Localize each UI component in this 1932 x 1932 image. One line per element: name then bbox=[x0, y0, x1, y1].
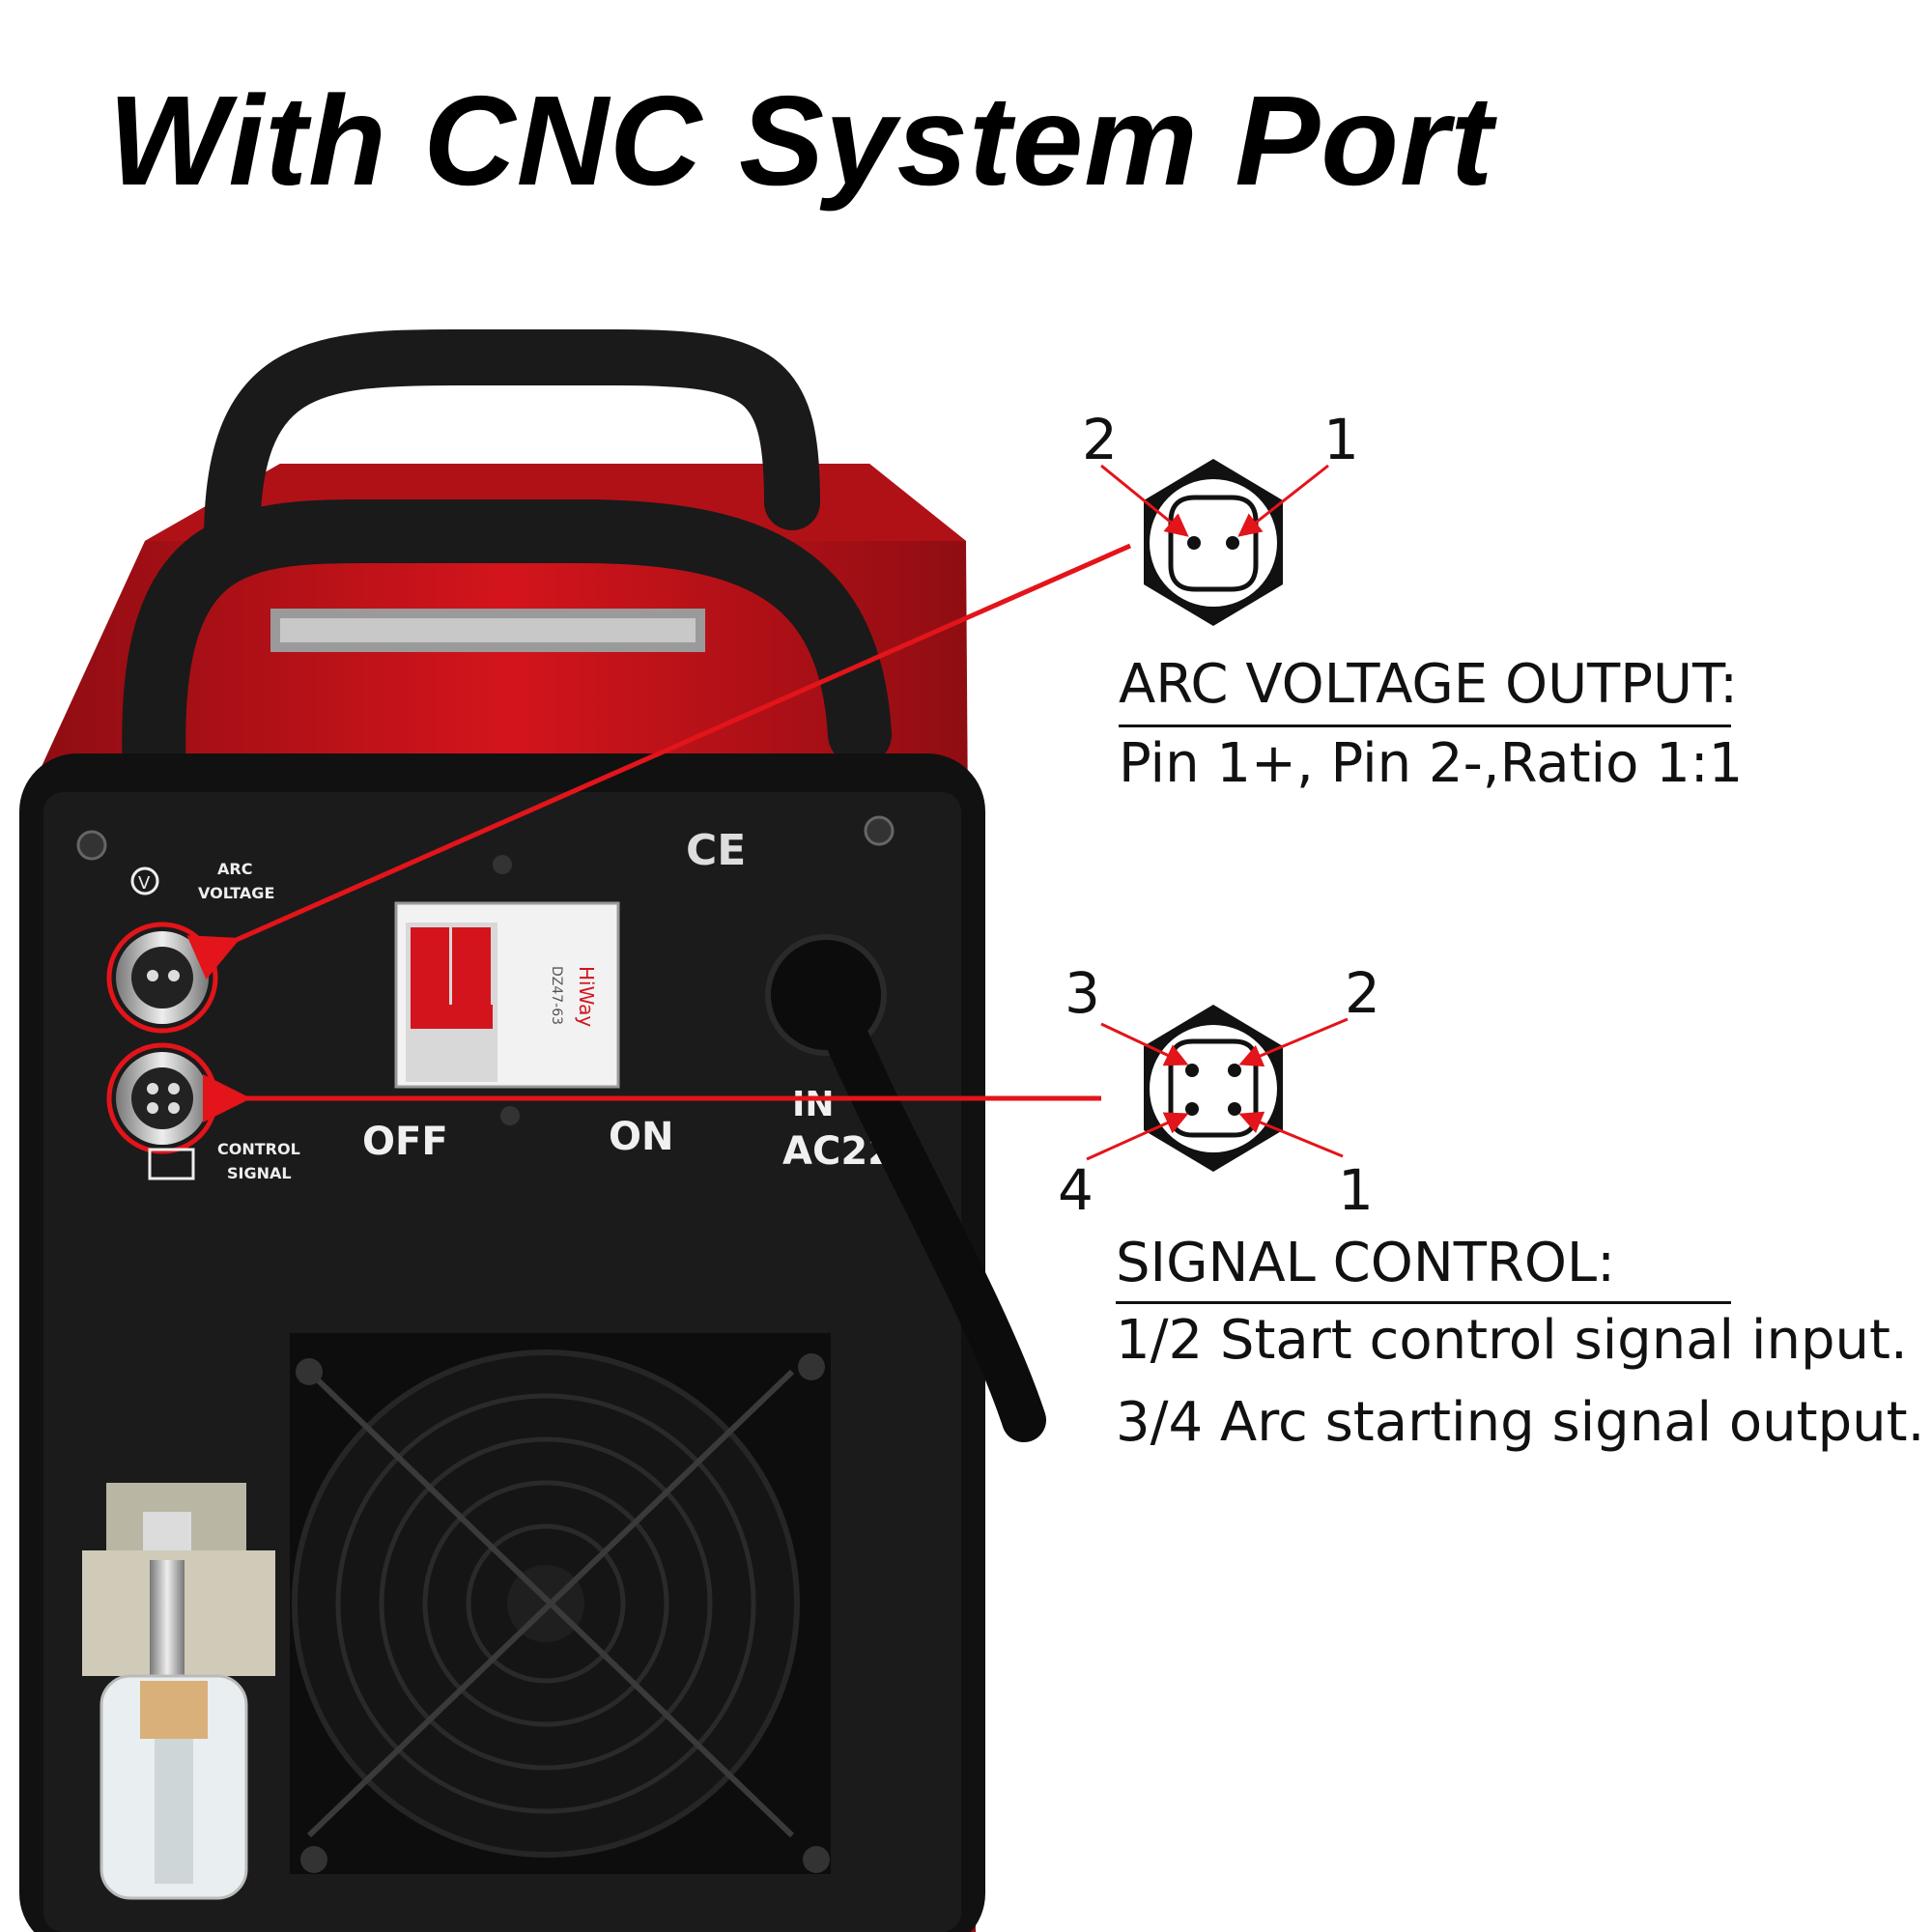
signal-pin-1-label: 1 bbox=[1338, 1157, 1374, 1223]
switch-off-label: OFF bbox=[362, 1120, 448, 1164]
cooling-fan bbox=[290, 1333, 831, 1874]
arc-voltage-port: V ARC VOLTAGE bbox=[106, 860, 274, 1034]
signal-pin-2-label: 2 bbox=[1345, 960, 1380, 1026]
control-port-label-2: SIGNAL bbox=[227, 1164, 292, 1182]
switch-on-label: ON bbox=[609, 1115, 673, 1159]
signal-control-line-1: 1/2 Start control signal input. bbox=[1116, 1309, 1908, 1372]
input-label-1: IN bbox=[792, 1085, 835, 1124]
air-filter-regulator bbox=[82, 1483, 275, 1900]
signal-pin-3-label: 3 bbox=[1065, 960, 1100, 1026]
arc-voltage-rule bbox=[1119, 724, 1731, 727]
arc-port-label-2: VOLTAGE bbox=[198, 884, 274, 902]
signal-control-line-2: 3/4 Arc starting signal output. bbox=[1116, 1391, 1925, 1454]
arc-voltage-heading: ARC VOLTAGE OUTPUT: bbox=[1119, 653, 1738, 716]
signal-control-heading: SIGNAL CONTROL: bbox=[1116, 1232, 1615, 1294]
signal-connector-diagram: 3 2 4 1 bbox=[1058, 960, 1380, 1223]
breaker-model: DZ47-63 bbox=[549, 966, 564, 1025]
circuit-breaker: HiWay DZ47-63 bbox=[394, 901, 620, 1089]
arc-voltage-detail: Pin 1+, Pin 2-,Ratio 1:1 bbox=[1119, 732, 1744, 795]
control-signal-port: CONTROL SIGNAL bbox=[106, 1042, 300, 1182]
arc-port-label-1: ARC bbox=[217, 860, 252, 878]
arc-pin-1-label: 1 bbox=[1323, 407, 1359, 472]
breaker-brand: HiWay bbox=[575, 966, 598, 1027]
arc-connector-diagram: 2 1 bbox=[1082, 407, 1359, 626]
carry-handle bbox=[122, 329, 892, 805]
power-cable bbox=[765, 934, 1046, 1442]
arc-voltage-arrow bbox=[186, 543, 1132, 980]
control-port-label-1: CONTROL bbox=[217, 1140, 300, 1158]
signal-control-rule bbox=[1116, 1301, 1731, 1304]
arc-port-glyph: V bbox=[138, 873, 151, 894]
page-title: With CNC System Port bbox=[108, 70, 1494, 212]
control-port-glyph bbox=[148, 1148, 195, 1180]
signal-pin-4-label: 4 bbox=[1058, 1157, 1094, 1223]
arc-pin-2-label: 2 bbox=[1082, 407, 1118, 472]
ce-mark: CE bbox=[686, 826, 746, 875]
